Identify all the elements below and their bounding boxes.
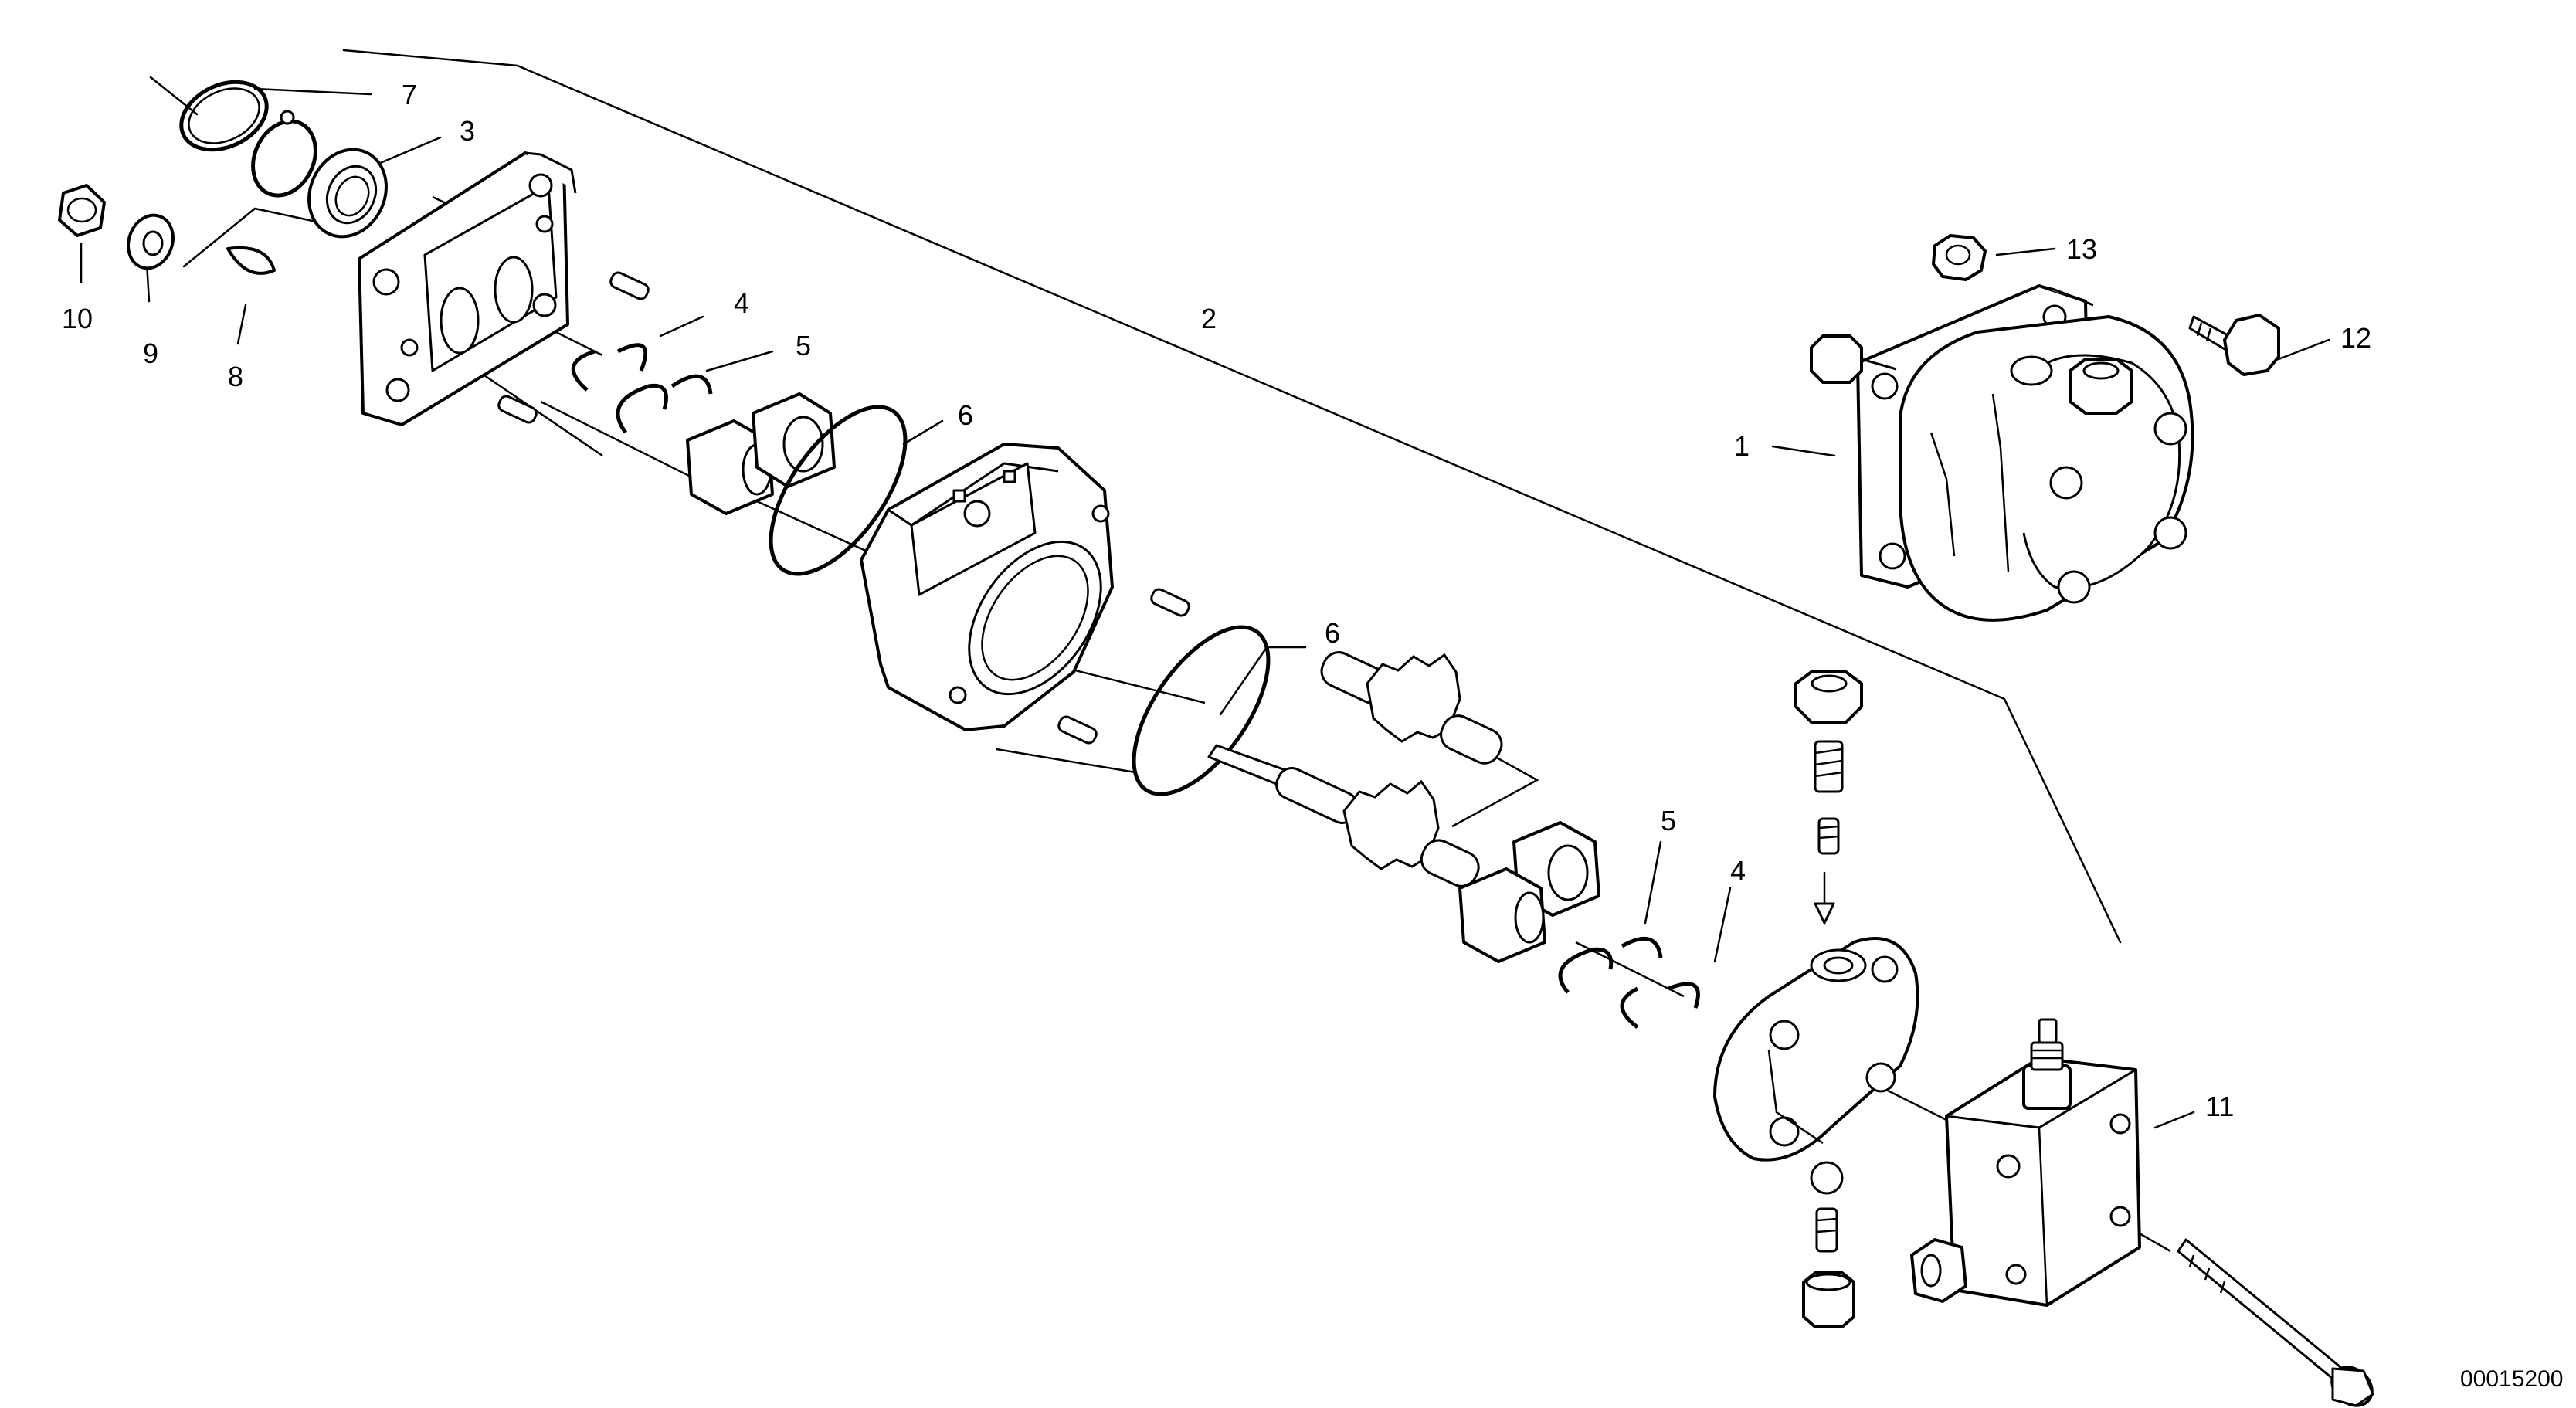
bushings-lower [1458, 821, 1600, 963]
gear-housing-body-part [860, 443, 1114, 731]
callout-3: 3 [460, 115, 475, 147]
callout-4-lower: 4 [1730, 855, 1746, 887]
callout-2: 2 [1201, 303, 1217, 334]
mounting-bolt-part [2188, 314, 2280, 376]
callout-6-upper: 6 [958, 399, 973, 431]
relief-valve-spring-upper [1814, 740, 1844, 855]
figure-code: 00015200 [2460, 1366, 2563, 1392]
callout-11: 11 [2205, 1091, 2234, 1122]
rear-cover-part [1713, 937, 1919, 1162]
callout-7: 7 [402, 79, 417, 110]
complete-pump-assembly [1810, 284, 2194, 622]
dowel-pins-middle [1057, 588, 1190, 745]
front-flange-housing-part [358, 151, 577, 426]
long-bolt-part [2177, 1238, 2374, 1407]
dowel-pins-upper [497, 271, 650, 424]
callout-8: 8 [228, 361, 243, 392]
callout-6-lower: 6 [1325, 617, 1340, 649]
mounting-nut-part [1932, 234, 1987, 281]
o-ring-lower-6 [1132, 625, 1271, 796]
callout-10: 10 [62, 303, 93, 334]
woodruff-key-part [226, 246, 276, 275]
backup-ring-lower-5 [1558, 937, 1663, 994]
washer-part [127, 213, 175, 270]
snap-ring-part [251, 110, 317, 198]
callout-4-upper: 4 [734, 287, 749, 319]
backup-ring-upper-5 [616, 374, 713, 434]
callout-13: 13 [2066, 233, 2097, 265]
callout-labels: 1 2 3 4 4 5 5 6 6 7 8 9 10 11 12 13 0001… [62, 79, 2563, 1392]
circlip-ring-part [179, 80, 269, 152]
callout-1: 1 [1734, 430, 1750, 462]
seal-ring-upper-4 [571, 343, 648, 392]
driven-gear-part [1320, 651, 1503, 765]
bushings-upper [686, 392, 836, 515]
seal-ring-lower-4 [1620, 982, 1700, 1029]
callout-9: 9 [143, 338, 158, 369]
relief-valve-cap-nut [1794, 670, 1863, 724]
valve-block-part [1910, 1018, 2141, 1307]
drive-shaft-gear-part [1207, 744, 1480, 887]
shaft-seal-part [307, 148, 388, 239]
callout-5-lower: 5 [1661, 805, 1676, 836]
assembly-direction-arrow [1814, 871, 1835, 925]
relief-ball-spring-plug [1802, 1161, 1855, 1328]
hex-nut-part [58, 184, 106, 237]
o-ring-upper-6 [769, 405, 908, 576]
callout-5-upper: 5 [796, 330, 811, 361]
callout-12: 12 [2340, 322, 2371, 354]
